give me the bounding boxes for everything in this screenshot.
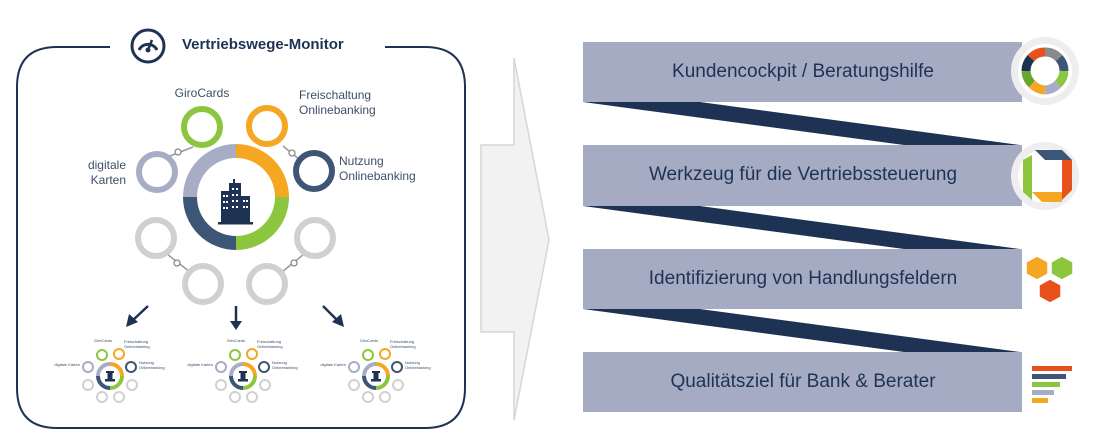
mini-diagram-svg	[215, 348, 271, 403]
mini-ring-freischaltung	[379, 348, 391, 360]
mini-ring-empty	[96, 391, 108, 403]
mini-ring-empty	[126, 379, 138, 391]
mini-ring-girocards	[229, 349, 241, 361]
connector-dot	[173, 259, 181, 267]
mini-ring-empty	[246, 391, 258, 403]
label-freischaltung: Freischaltung Onlinebanking	[299, 88, 376, 117]
mini-center-segment	[362, 375, 377, 390]
monitor-frame	[16, 46, 466, 429]
mini-center-segment	[96, 362, 111, 377]
mini-ring-nutzung	[258, 361, 270, 373]
band-3	[583, 249, 1022, 309]
monitor-title: Vertriebswege-Monitor	[182, 36, 344, 53]
ring-digitale-karten	[136, 151, 178, 193]
mini-label-freischaltung: Freischaltung Onlinebanking	[257, 339, 283, 349]
mini-ring-empty	[259, 379, 271, 391]
mini-ring-nutzung	[391, 361, 403, 373]
hexagons-icon	[1025, 255, 1074, 304]
mini-label-digitale-karten: digitale Karten	[54, 362, 80, 367]
mini-label-digitale-karten: digitale Karten	[187, 362, 213, 367]
outcome-label-3: Identifizierung von Handlungsfeldern	[648, 268, 958, 289]
mini-ring-digitale-karten	[82, 361, 94, 373]
donut-segments-icon	[1011, 37, 1079, 105]
band-1	[583, 42, 1022, 102]
mini-ring-freischaltung	[113, 348, 125, 360]
mini-diagram-svg	[348, 348, 404, 403]
connector-dot	[288, 149, 296, 157]
label-nutzung: Nutzung Onlinebanking	[339, 154, 416, 183]
band-ribbons	[583, 102, 1020, 352]
mini-ring-girocards	[96, 349, 108, 361]
outcome-label-1: Kundencockpit / Beratungshilfe	[672, 61, 934, 82]
mini-ring-empty	[392, 379, 404, 391]
mini-center-segment	[229, 362, 244, 377]
mini-ring-empty	[82, 379, 94, 391]
mini-label-girocards: GiroCards	[226, 338, 246, 343]
ring-empty	[135, 217, 177, 259]
mini-label-girocards: GiroCards	[359, 338, 379, 343]
gauge-icon	[130, 28, 166, 64]
mini-center-segment	[229, 375, 244, 390]
arrow-down-right	[322, 305, 344, 327]
outcome-label-2: Werkzeug für die Vertriebssteuerung	[648, 164, 958, 185]
mini-label-nutzung: Nutzung Onlinebanking	[405, 360, 431, 370]
mini-ring-digitale-karten	[215, 361, 227, 373]
mini-diagram-svg	[82, 348, 138, 403]
ring-empty	[246, 263, 288, 305]
connector-dot	[174, 148, 182, 156]
mini-center-segment	[96, 375, 111, 390]
mini-label-freischaltung: Freischaltung Onlinebanking	[124, 339, 150, 349]
ring-freischaltung	[246, 105, 288, 147]
mini-center-segment	[109, 375, 124, 390]
band-2	[583, 145, 1022, 206]
mini-center-segment	[242, 375, 257, 390]
mini-ring-nutzung	[125, 361, 137, 373]
mini-ring-empty	[215, 379, 227, 391]
transition-chevron	[480, 57, 550, 421]
arrow-down-left	[126, 305, 149, 327]
band-4	[583, 352, 1022, 412]
chess-piece-icon	[105, 371, 115, 382]
mini-ring-empty	[362, 391, 374, 403]
square-frame-icon	[1011, 142, 1079, 210]
chess-piece-icon	[238, 371, 248, 382]
ring-empty	[182, 263, 224, 305]
ring-nutzung	[293, 150, 335, 192]
ring-girocards	[181, 106, 223, 148]
bar-stack-icon	[1032, 366, 1072, 403]
outcome-label-4: Qualitätsziel für Bank & Berater	[670, 371, 936, 392]
mini-label-digitale-karten: digitale Karten	[320, 362, 346, 367]
mini-center-segment	[109, 362, 124, 377]
mini-center-segment	[375, 375, 390, 390]
mini-center-segment	[242, 362, 257, 377]
mini-label-girocards: GiroCards	[93, 338, 113, 343]
label-digitale-karten: digitale Karten	[87, 158, 126, 187]
mini-ring-freischaltung	[246, 348, 258, 360]
mini-center-segment	[362, 362, 377, 377]
chess-piece-icon	[371, 371, 381, 382]
mini-label-nutzung: Nutzung Onlinebanking	[272, 360, 298, 370]
mini-ring-empty	[379, 391, 391, 403]
city-buildings-icon	[218, 179, 253, 225]
mini-label-nutzung: Nutzung Onlinebanking	[139, 360, 165, 370]
mini-ring-girocards	[362, 349, 374, 361]
mini-ring-digitale-karten	[348, 361, 360, 373]
mini-ring-empty	[348, 379, 360, 391]
ring-empty	[294, 217, 336, 259]
mini-ring-empty	[113, 391, 125, 403]
arrow-down	[230, 306, 242, 330]
mini-ring-empty	[229, 391, 241, 403]
center-ring	[183, 144, 289, 250]
mini-center-segment	[375, 362, 390, 377]
connector-dot	[290, 259, 298, 267]
label-girocards: GiroCards	[174, 86, 230, 100]
mini-label-freischaltung: Freischaltung Onlinebanking	[390, 339, 416, 349]
